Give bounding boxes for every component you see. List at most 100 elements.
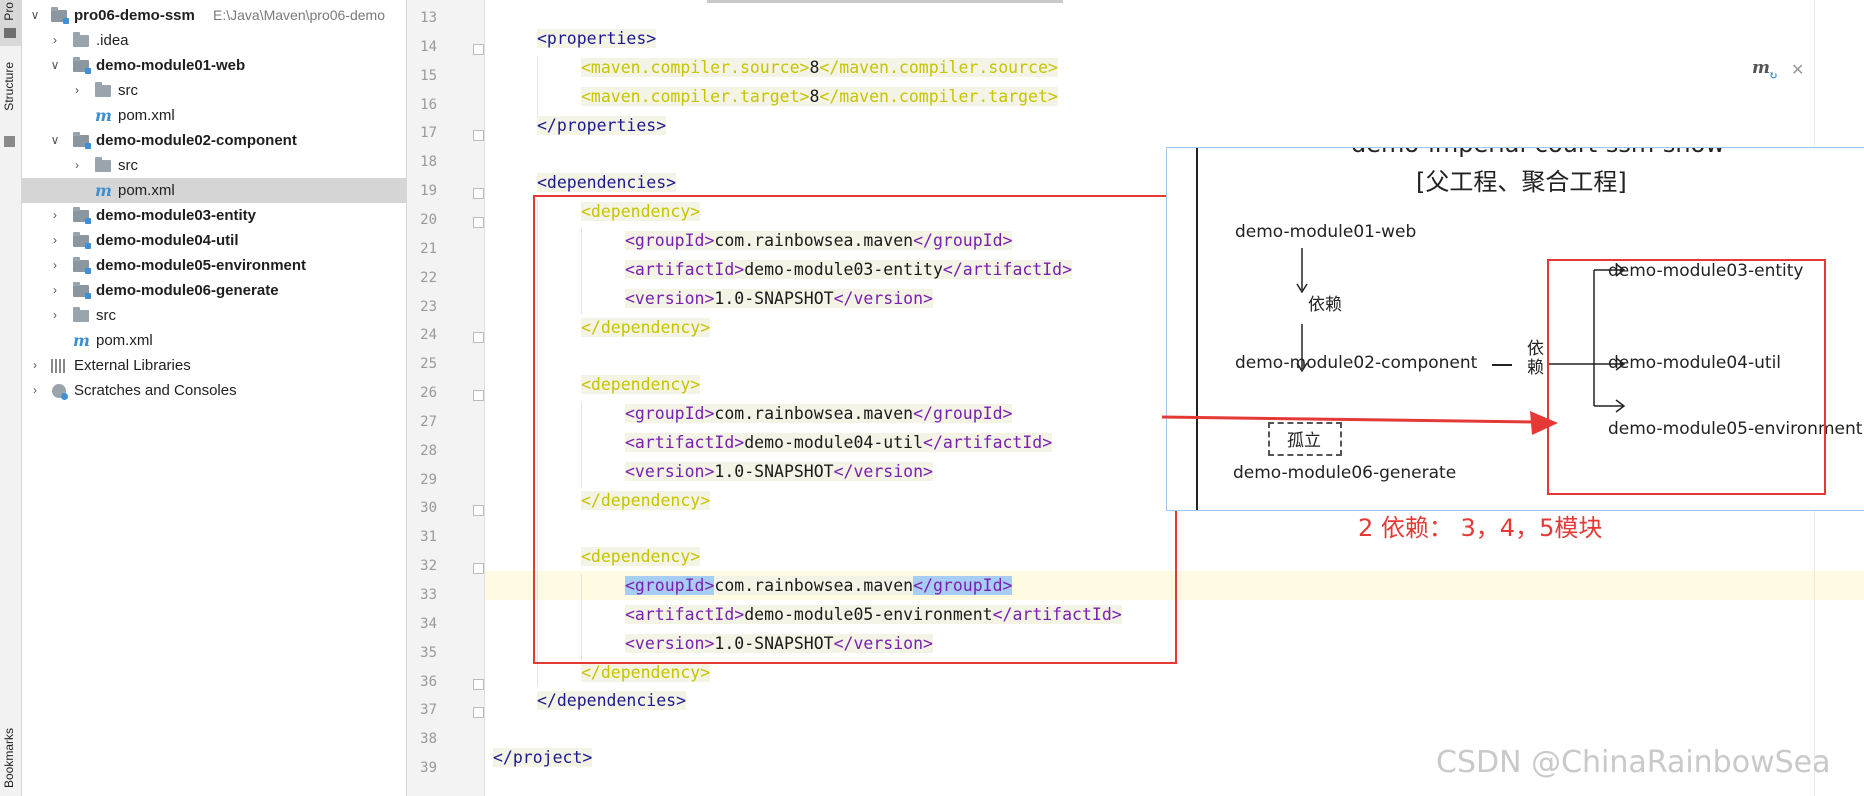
diagram-subtitle: [父工程、聚合工程] — [1416, 168, 1627, 196]
indent-guide — [581, 402, 582, 488]
chevron-right-icon[interactable]: › — [53, 233, 57, 247]
fold-marker-icon[interactable] — [473, 130, 484, 142]
tree-item-module03[interactable]: › demo-module03-entity — [22, 203, 406, 228]
tree-item-module05[interactable]: › demo-module05-environment — [22, 253, 406, 278]
chevron-right-icon[interactable]: › — [33, 383, 37, 397]
xml-tag: <maven.compiler.source> — [581, 58, 810, 77]
fold-marker-icon[interactable] — [473, 390, 484, 402]
fold-marker-icon[interactable] — [473, 678, 484, 690]
chevron-right-icon[interactable]: › — [53, 258, 57, 272]
close-icon[interactable]: ✕ — [1791, 62, 1805, 79]
tree-item-module06[interactable]: › demo-module06-generate — [22, 278, 406, 303]
code-line: <dependency> — [581, 542, 701, 571]
code-line: <artifactId>demo-module04-util</artifact… — [625, 428, 1053, 457]
xml-tag: <version> — [625, 462, 715, 481]
chevron-right-icon[interactable]: › — [53, 208, 57, 222]
project-tab-label: Pro — [2, 2, 16, 21]
module-folder-icon — [73, 132, 91, 149]
xml-value: demo-module05-environment — [744, 605, 993, 624]
line-number: 22 — [420, 269, 437, 286]
line-number: 37 — [420, 702, 437, 719]
xml-tag: </project> — [493, 748, 593, 767]
tree-item-module01[interactable]: ∨ demo-module01-web — [22, 53, 406, 78]
diagram-dash — [1492, 364, 1512, 366]
diagram-module01: demo-module01-web — [1235, 222, 1417, 242]
structure-tab-label: Structure — [2, 62, 16, 111]
line-number: 38 — [420, 731, 437, 748]
bookmarks-tab[interactable]: Bookmarks — [0, 720, 21, 796]
isolated-callout — [1268, 422, 1342, 456]
chevron-right-icon[interactable]: › — [33, 358, 37, 372]
xml-tag: </groupId> — [913, 576, 1013, 595]
indent-guide — [581, 574, 582, 660]
code-line: <dependency> — [581, 370, 701, 399]
line-number: 36 — [420, 673, 437, 690]
line-number: 32 — [420, 558, 437, 575]
tree-item-module01-pom[interactable]: m pom.xml — [22, 103, 406, 128]
horizontal-scrollbar[interactable] — [707, 0, 1063, 3]
tree-item-label: demo-module05-environment — [96, 257, 307, 274]
code-line: </dependencies> — [537, 686, 687, 715]
tree-item-module02-src[interactable]: › src — [22, 153, 406, 178]
chevron-down-icon[interactable]: ∨ — [50, 58, 60, 72]
annotation-box-modules — [1547, 259, 1826, 495]
fold-marker-icon[interactable] — [473, 43, 484, 55]
chevron-down-icon[interactable]: ∨ — [50, 133, 60, 147]
tree-item-external-libraries[interactable]: › External Libraries — [22, 353, 406, 378]
fold-marker-icon[interactable] — [473, 332, 484, 344]
tree-item-label: src — [96, 307, 116, 324]
folder-icon — [4, 28, 16, 38]
code-line: <artifactId>demo-module03-entity</artifa… — [625, 255, 1073, 284]
tree-item-module02[interactable]: ∨ demo-module02-component — [22, 128, 406, 153]
tree-item-scratches[interactable]: › Scratches and Consoles — [22, 378, 406, 403]
chevron-right-icon[interactable]: › — [53, 33, 57, 47]
tree-item-label: pom.xml — [96, 332, 153, 349]
fold-marker-icon[interactable] — [473, 216, 484, 228]
diagram-module05: demo-module05-environment — [1608, 419, 1863, 439]
code-line: </project> — [493, 743, 593, 772]
fold-marker-icon[interactable] — [473, 505, 484, 517]
code-line: <version>1.0-SNAPSHOT</version> — [625, 457, 933, 486]
tree-item-root-pom[interactable]: m pom.xml — [22, 328, 406, 353]
structure-tab[interactable]: Structure — [0, 62, 21, 152]
tree-item-module01-src[interactable]: › src — [22, 78, 406, 103]
line-number: 25 — [420, 356, 437, 373]
xml-tag: <dependency> — [581, 375, 701, 394]
fold-marker-icon[interactable] — [473, 188, 484, 200]
line-number: 26 — [420, 385, 437, 402]
project-tab[interactable]: Pro — [0, 0, 21, 46]
line-number: 20 — [420, 211, 437, 228]
code-line: <version>1.0-SNAPSHOT</version> — [625, 284, 933, 313]
xml-tag: <artifactId> — [625, 433, 745, 452]
xml-value: demo-module04-util — [744, 433, 924, 452]
tree-item-idea[interactable]: › .idea — [22, 28, 406, 53]
fold-marker-icon[interactable] — [473, 563, 484, 575]
diagram-isolated-label: 孤立 — [1287, 431, 1321, 451]
chevron-right-icon[interactable]: › — [53, 283, 57, 297]
xml-tag: <groupId> — [625, 404, 715, 423]
chevron-right-icon[interactable]: › — [75, 158, 79, 172]
code-line: </properties> — [537, 111, 667, 140]
chevron-right-icon[interactable]: › — [53, 308, 57, 322]
xml-tag: <properties> — [537, 29, 657, 48]
tree-item-root[interactable]: ∨ pro06-demo-ssm E:\Java\Maven\pro06-dem… — [22, 3, 406, 28]
indent-guide — [581, 228, 582, 314]
line-number: 34 — [420, 615, 437, 632]
maven-reload-icon[interactable]: m↻ — [1752, 58, 1778, 82]
xml-tag: </dependencies> — [537, 691, 687, 710]
tree-item-label: .idea — [96, 32, 129, 49]
xml-tag: </maven.compiler.source> — [819, 58, 1058, 77]
code-line: <groupId>com.rainbowsea.maven</groupId> — [625, 399, 1013, 428]
line-number: 14 — [420, 38, 437, 55]
fold-marker-icon[interactable] — [473, 707, 484, 719]
xml-value: com.rainbowsea.maven — [714, 404, 914, 423]
chevron-down-icon[interactable]: ∨ — [30, 8, 40, 22]
code-line: <dependency> — [581, 197, 701, 226]
tree-item-module04[interactable]: › demo-module04-util — [22, 228, 406, 253]
line-number: 33 — [420, 587, 437, 603]
tree-item-module02-pom[interactable]: m pom.xml — [22, 178, 406, 203]
xml-tag: <groupId> — [625, 231, 715, 250]
chevron-right-icon[interactable]: › — [75, 83, 79, 97]
tree-item-root-src[interactable]: › src — [22, 303, 406, 328]
